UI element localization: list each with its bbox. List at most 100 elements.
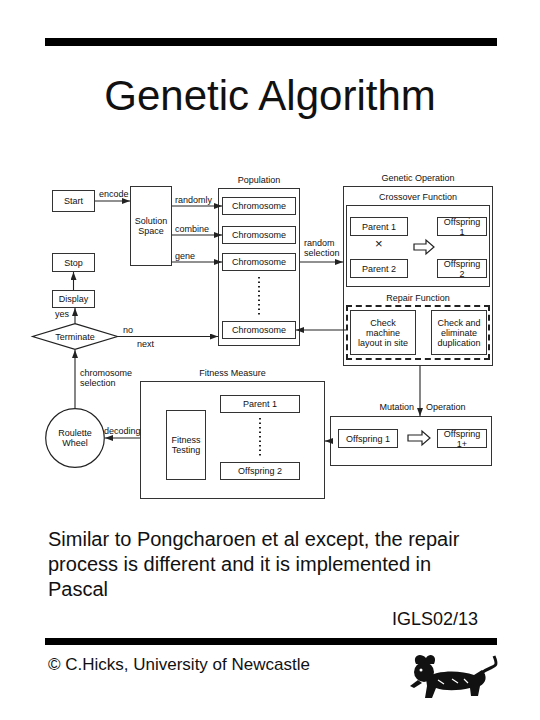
top-rule [45, 38, 497, 46]
node-text: Stop [64, 258, 83, 268]
offspring-box: Offspring 2 [220, 462, 300, 480]
text-wrap: Check machine layout in site [351, 317, 415, 349]
text-wrap: Fitness Testing [167, 434, 205, 456]
node-text: Parent 1 [362, 222, 396, 232]
text-wrap: Chromosome [229, 200, 289, 212]
genetic-operation-group: Genetic OperationCrossover FunctionParen… [343, 186, 493, 366]
text-wrap: Chromosome [229, 324, 289, 336]
node-text: Offspring 1 [441, 217, 483, 237]
check-box: Check machine layout in site [350, 310, 416, 355]
lion-detail [438, 679, 468, 684]
lion-tail [480, 656, 496, 674]
node-text: Start [64, 196, 83, 206]
chromosome-box: Chromosome [222, 253, 296, 271]
edge-label: gene [175, 251, 195, 261]
group-heading: Crossover Function [317, 192, 519, 202]
text-wrap: Offspring 2 [438, 258, 486, 280]
flow-arrow [296, 329, 346, 330]
text-wrap: Chromosome [229, 256, 289, 268]
chromosome-box: Chromosome [222, 197, 296, 215]
crossover-function-box: Crossover FunctionParent 1Offspring 1Par… [346, 205, 490, 287]
flow-arrow [74, 350, 75, 408]
terminate-diamond: Terminate [32, 323, 118, 350]
node-text: Chromosome [232, 230, 286, 240]
edge-label: encode [99, 189, 129, 199]
parent-box: Parent 1 [350, 217, 408, 236]
hollow-arrow [408, 431, 430, 445]
text-wrap: Offspring 1 [343, 433, 393, 445]
lion-eye [420, 669, 423, 672]
node-text: Check machine layout in site [354, 318, 412, 348]
edge-label: chromosome selection [80, 368, 130, 388]
flow-arrow [74, 308, 75, 323]
edge-label: no [123, 325, 133, 335]
node-text: Terminate [55, 332, 95, 342]
operation-heading: Mutation [379, 402, 414, 412]
group-heading: Genetic Operation [314, 173, 522, 183]
text-wrap: Solution Space [131, 215, 171, 237]
fitness-measure-box: Fitness MeasureParent 1Offspring 2Fitnes… [140, 381, 325, 499]
text-wrap: Chromosome [229, 229, 289, 241]
node-text: Check and eliminate duplication [435, 318, 483, 348]
operation-heading: Operation [426, 402, 466, 412]
node-text: Offspring 2 [238, 466, 282, 476]
node-text: Display [59, 294, 89, 304]
ellipsis-dots [258, 277, 260, 316]
text-wrap: Parent 1 [359, 221, 399, 233]
edge-label: decoding [104, 426, 141, 436]
flow-arrow [118, 336, 218, 337]
slide-caption: Similar to Pongcharoen et al except, the… [48, 527, 488, 602]
text-wrap: Display [56, 293, 92, 305]
flow-arrow [172, 234, 222, 235]
text-wrap: Offspring 1+ [438, 428, 486, 450]
flow-note: next [137, 339, 154, 350]
group-heading: Fitness Measure [111, 368, 354, 378]
node-text: Solution Space [134, 216, 168, 236]
hollow-arrow [414, 240, 434, 254]
flow-arrow [419, 366, 420, 416]
start-box: Start [52, 190, 95, 212]
text-wrap: Offspring 1 [438, 216, 486, 238]
group-heading: Repair Function [318, 293, 518, 303]
text-wrap: Offspring 2 [235, 465, 285, 477]
node-text: Chromosome [232, 257, 286, 267]
flow-arrow [300, 261, 343, 262]
flow-arrow [95, 200, 130, 201]
node-text: Chromosome [232, 325, 286, 335]
text-wrap: Check and eliminate duplication [432, 317, 486, 349]
flow-arrow [105, 437, 140, 438]
parent-box: Parent 2 [350, 259, 408, 278]
copyright-note: © C.Hicks, University of Newcastle [48, 655, 310, 675]
lion-mane [415, 655, 435, 664]
text-wrap: Parent 1 [240, 398, 280, 410]
crossover-symbol: × [375, 236, 383, 252]
roulette-wheel: Roulette Wheel [45, 408, 105, 468]
node-text: Offspring 1+ [441, 429, 483, 449]
text-wrap: Stop [61, 257, 86, 269]
university-crest [410, 655, 496, 698]
solution-space-box: Solution Space [130, 186, 172, 266]
node-text: Offspring 2 [441, 259, 483, 279]
flow-arrow [73, 272, 74, 290]
flow-arrow [172, 261, 222, 262]
node-text: Roulette Wheel [53, 428, 96, 448]
node-text: Fitness Testing [170, 435, 202, 455]
slide-code: IGLS02/13 [392, 608, 478, 630]
repair-function-box: Repair FunctionCheck machine layout in s… [346, 305, 490, 360]
offspring-box: Offspring 2 [437, 259, 487, 278]
population-group: PopulationChromosomeChromosomeChromosome… [218, 188, 300, 346]
diamond-shape [33, 324, 118, 350]
offspring-box: Offspring 1 [338, 429, 398, 448]
parent-box: Parent 1 [220, 395, 300, 413]
lion-paw [410, 680, 422, 688]
display-box: Display [52, 290, 95, 308]
chromosome-box: Chromosome [222, 321, 296, 339]
flow-arrow [172, 205, 222, 206]
chromosome-box: Chromosome [222, 226, 296, 244]
lion-body [425, 670, 486, 698]
check-box: Check and eliminate duplication [431, 310, 487, 355]
text-wrap: Parent 2 [359, 263, 399, 275]
offspring-box: Offspring 1+ [437, 429, 487, 448]
text-wrap: Start [61, 195, 86, 207]
